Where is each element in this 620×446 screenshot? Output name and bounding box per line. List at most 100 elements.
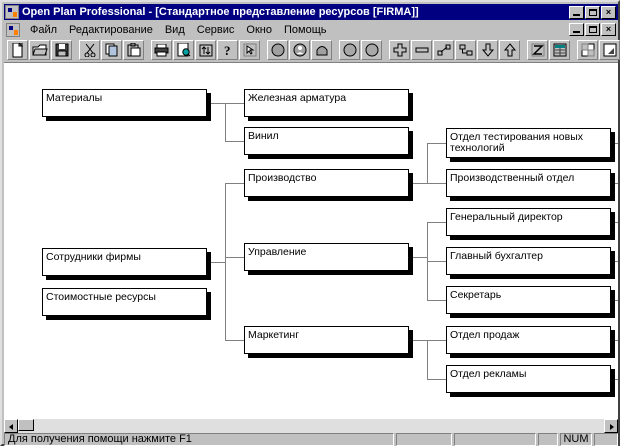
resource-node-label: Отдел продаж bbox=[450, 329, 520, 341]
mdi-minimize-button[interactable] bbox=[569, 23, 584, 36]
new-file-icon[interactable] bbox=[7, 40, 28, 60]
svg-text:?: ? bbox=[224, 43, 231, 57]
status-pane-1 bbox=[396, 433, 452, 446]
help-arrow-icon[interactable] bbox=[239, 40, 260, 60]
window-title: Open Plan Professional - [Стандартное пр… bbox=[22, 6, 419, 18]
title-bar[interactable]: Open Plan Professional - [Стандартное пр… bbox=[4, 4, 618, 20]
resource-node-label: Материалы bbox=[46, 92, 103, 104]
menu-item-file[interactable]: Файл bbox=[30, 23, 58, 36]
cut-scissors-icon[interactable] bbox=[79, 40, 100, 60]
menu-item-view[interactable]: Вид bbox=[164, 23, 185, 36]
menu-item-window[interactable]: Окно bbox=[246, 23, 272, 36]
connector-line bbox=[225, 183, 244, 184]
table-view-icon[interactable] bbox=[549, 40, 570, 60]
connector-line bbox=[427, 143, 428, 183]
connector-line bbox=[427, 340, 428, 379]
resource-node-label: Стоимостные ресурсы bbox=[46, 291, 156, 303]
resource-node-director[interactable]: Генеральный директор bbox=[446, 208, 611, 236]
link-icon[interactable] bbox=[433, 40, 454, 60]
menu-bar: Файл Редактирование Вид Сервис Окно Помо… bbox=[4, 21, 618, 38]
move-up-icon[interactable] bbox=[499, 40, 520, 60]
person-resource-icon[interactable] bbox=[289, 40, 310, 60]
scroll-right-arrow-icon[interactable] bbox=[604, 419, 618, 433]
resource-node-secretary[interactable]: Секретарь bbox=[446, 286, 611, 314]
resource-node-management[interactable]: Управление bbox=[244, 243, 409, 271]
resource-node-ads[interactable]: Отдел рекламы bbox=[446, 365, 611, 393]
open-folder-icon[interactable] bbox=[29, 40, 50, 60]
mdi-close-button[interactable]: × bbox=[601, 23, 616, 36]
menu-item-edit[interactable]: Редактирование bbox=[69, 23, 153, 36]
layout-icon[interactable] bbox=[577, 40, 598, 60]
save-disk-icon[interactable] bbox=[51, 40, 72, 60]
resource-node-testing[interactable]: Отдел тестирования новых технологий bbox=[446, 128, 611, 158]
resource-node-accountant[interactable]: Главный бухгалтер bbox=[446, 247, 611, 275]
connector-line bbox=[427, 261, 446, 262]
resource-node-sales[interactable]: Отдел продаж bbox=[446, 326, 611, 354]
menu-item-help[interactable]: Помощь bbox=[283, 23, 327, 36]
resource-node-vinyl[interactable]: Винил bbox=[244, 127, 409, 155]
resource-node-label: Маркетинг bbox=[248, 329, 300, 341]
connector-line bbox=[207, 103, 226, 104]
maximize-button[interactable] bbox=[585, 5, 600, 19]
close-button[interactable]: × bbox=[601, 5, 616, 19]
help-question-icon[interactable]: ? bbox=[217, 40, 238, 60]
resource-node-label: Винил bbox=[248, 130, 279, 142]
resource-node-materials[interactable]: Материалы bbox=[42, 89, 207, 117]
document-icon[interactable] bbox=[6, 22, 20, 37]
zigzag-icon[interactable] bbox=[527, 40, 548, 60]
shape-resource-icon[interactable] bbox=[311, 40, 332, 60]
connector-line bbox=[225, 141, 244, 142]
connector-line bbox=[427, 300, 446, 301]
circle-filled-icon[interactable] bbox=[339, 40, 360, 60]
mdi-child-controls: × bbox=[568, 23, 616, 36]
connector-line bbox=[427, 143, 446, 144]
menu-item-tools[interactable]: Сервис bbox=[196, 23, 235, 36]
resource-node-marketing[interactable]: Маркетинг bbox=[244, 326, 409, 354]
resource-node-cost[interactable]: Стоимостные ресурсы bbox=[42, 288, 207, 316]
status-num-indicator: NUM bbox=[560, 433, 592, 446]
connector-line bbox=[427, 222, 446, 223]
status-bar: Для получения помощи нажмите F1 NUM bbox=[4, 433, 618, 446]
status-message: Для получения помощи нажмите F1 bbox=[4, 433, 394, 446]
status-pane-2 bbox=[454, 433, 536, 446]
resource-node-label: Сотрудники фирмы bbox=[46, 251, 141, 263]
connector-line bbox=[409, 183, 427, 184]
circle-filled-2-icon[interactable] bbox=[361, 40, 382, 60]
connector-line bbox=[225, 257, 244, 258]
minimize-button[interactable] bbox=[569, 5, 584, 19]
indent-icon[interactable] bbox=[455, 40, 476, 60]
resource-node-label: Железная арматура bbox=[248, 92, 347, 104]
resource-node-label: Производство bbox=[248, 172, 317, 184]
status-pane-3 bbox=[538, 433, 558, 446]
mdi-restore-button[interactable] bbox=[585, 23, 600, 36]
connector-line bbox=[225, 103, 244, 104]
scroll-left-arrow-icon[interactable] bbox=[4, 419, 18, 433]
connector-line bbox=[225, 340, 244, 341]
paste-icon[interactable] bbox=[123, 40, 144, 60]
copy-icon[interactable] bbox=[101, 40, 122, 60]
connector-line bbox=[427, 183, 446, 184]
horizontal-scrollbar[interactable] bbox=[4, 419, 618, 433]
resource-node-prodDept[interactable]: Производственный отдел bbox=[446, 169, 611, 197]
print-icon[interactable] bbox=[151, 40, 172, 60]
resource-node-rebar[interactable]: Железная арматура bbox=[244, 89, 409, 117]
add-plus-icon[interactable] bbox=[389, 40, 410, 60]
connector-line bbox=[427, 379, 446, 380]
sort-icon[interactable] bbox=[195, 40, 216, 60]
move-down-icon[interactable] bbox=[477, 40, 498, 60]
resource-node-employees[interactable]: Сотрудники фирмы bbox=[42, 248, 207, 276]
fullscreen-icon[interactable] bbox=[599, 40, 620, 60]
resource-node-label: Главный бухгалтер bbox=[450, 250, 543, 262]
scrollbar-thumb[interactable] bbox=[18, 419, 34, 431]
scrollbar-track[interactable] bbox=[18, 419, 604, 433]
print-preview-icon[interactable] bbox=[173, 40, 194, 60]
connector-line bbox=[427, 340, 446, 341]
circle-resource-icon[interactable] bbox=[267, 40, 288, 60]
resource-node-production[interactable]: Производство bbox=[244, 169, 409, 197]
toolbar: ? bbox=[4, 39, 620, 61]
status-pane-4 bbox=[594, 433, 618, 446]
remove-minus-icon[interactable] bbox=[411, 40, 432, 60]
